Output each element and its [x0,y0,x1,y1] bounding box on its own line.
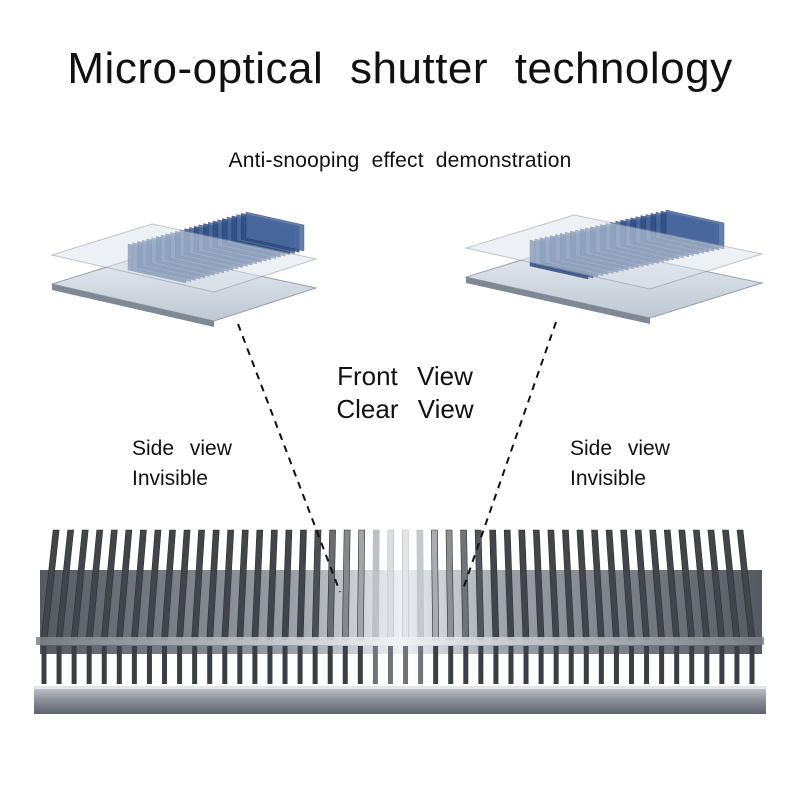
grating-lower-fin [222,646,228,684]
grating-lower-fin [192,646,198,684]
grating-lower-fin [403,646,409,684]
grating-light-strip [36,637,764,645]
grating-blade [372,529,380,641]
grating-lower-fin [749,646,755,684]
grating-lower-fin [704,646,710,684]
grating-lower-fin [252,646,258,684]
grating-lower-fin [177,646,183,684]
grating-lower-fin [448,646,454,684]
grating-lower-fin [162,646,168,684]
grating-lower-fin [613,646,619,684]
left-film-panel [50,211,318,327]
grating-lower-fin [644,646,650,684]
grating-lower-fin [719,646,725,684]
left-panel-bottom-edge [52,284,214,327]
grating-lower-fin [131,646,137,684]
grating-lower-fin [418,646,424,684]
grating-lower-fin [433,646,439,684]
grating-lower-fin [734,646,740,684]
right-invisible-line: Invisible [570,467,646,491]
grating-lower-fin [478,646,484,684]
page-subtitle: Anti-snooping effect demonstration [228,149,572,172]
right-side-view-line: Side view [570,437,670,460]
page-title: Micro-optical shutter technology [67,44,733,93]
right-film-panel [464,209,764,324]
grating-lower-fin [659,646,665,684]
grating-lower-fin [463,646,469,684]
front-view-line: Front View [337,361,473,391]
main-shutter-grating [34,529,766,714]
left-side-view-label: Side view Invisible [132,434,232,495]
clear-view-line: Clear View [336,393,474,424]
grating-lower-fin [689,646,695,684]
grating-lower-fin [101,646,107,684]
grating-lower-fin [41,646,47,684]
grating-lower-fin [553,646,559,684]
grating-lower-fin [71,646,77,684]
grating-lower-fin [146,646,152,684]
grating-lower-fin [674,646,680,684]
grating-lower-fin [538,646,544,684]
right-panel-bottom-edge [466,277,650,324]
grating-blade [416,529,424,641]
left-panel-top-sheet [50,223,318,293]
grating-lower-fin [297,646,303,684]
grating-lower-fin [493,646,499,684]
grating-lower-fin [628,646,634,684]
grating-blade [402,529,409,641]
grating-lower-fin [523,646,529,684]
grating-lower-fin [327,646,333,684]
left-side-view-line: Side view [132,437,232,460]
grating-blade [431,529,439,641]
grating-lower-fin [583,646,589,684]
panel-louver [245,211,305,252]
grating-lower-fin [357,646,363,684]
grating-lower-fin [508,646,514,684]
grating-lower-fin [237,646,243,684]
grating-base-highlight [34,686,766,689]
left-invisible-line: Invisible [132,467,208,491]
grating-lower-fin [568,646,574,684]
grating-lower-fins [41,646,755,684]
grating-blade [357,529,365,641]
grating-lower-fin [342,646,348,684]
grating-base-plate [34,686,766,714]
front-view-label: Front View Clear View [320,360,490,425]
right-side-view-label: Side view Invisible [570,434,670,495]
grating-lower-fin [372,646,378,684]
grating-lower-fin [387,646,393,684]
grating-blade [387,529,395,641]
grating-lower-fin [86,646,92,684]
grating-lower-fin [312,646,318,684]
grating-lower-fin [207,646,213,684]
grating-lower-fin [282,646,288,684]
grating-lower-fin [56,646,62,684]
grating-lower-fin [598,646,604,684]
grating-lower-fin [116,646,122,684]
right-panel-top-sheet [464,214,764,290]
left-view-dashed-line [237,323,341,593]
grating-lower-fin [267,646,273,684]
right-view-dashed-line [461,321,557,593]
